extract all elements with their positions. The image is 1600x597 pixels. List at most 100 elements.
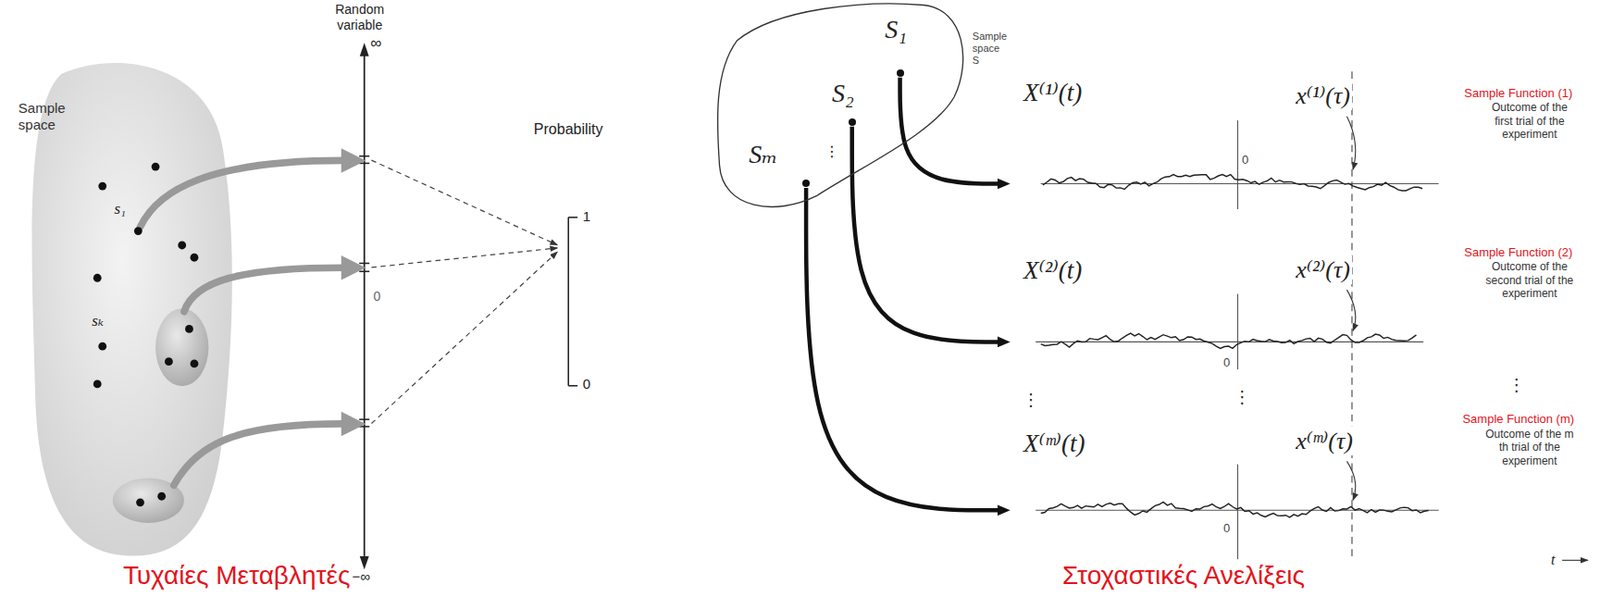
time-instant-line xyxy=(1351,71,1352,559)
axis-tick xyxy=(359,418,370,421)
sample-function-title: Sample Function (2) xyxy=(1440,245,1597,261)
axis-limit: ∞ xyxy=(370,34,382,53)
scale-tick xyxy=(568,216,578,219)
sample-point xyxy=(150,161,160,171)
axis-limit: −∞ xyxy=(351,568,370,585)
sample-function-panel: X⁽²⁾(t) x⁽²⁾(τ) Sample Function (2)Outcome… xyxy=(1010,236,1598,380)
axis-arrowhead xyxy=(359,556,370,570)
ellipsis: ⋮ xyxy=(824,142,840,161)
mapping-arrowhead xyxy=(340,255,365,280)
sample-function-note: Outcome of the first trial of the experi… xyxy=(1483,100,1576,141)
caption: Στοχαστικές Ανελίξεις xyxy=(1030,559,1338,592)
sample-point xyxy=(189,359,199,368)
ellipsis: ⋮ xyxy=(1022,390,1040,411)
sample-function-panel: X⁽¹⁾(t) x⁽¹⁾(τ) Sample Function (1)Outcome… xyxy=(1010,71,1598,220)
sample-function-panel: X⁽ᵐ⁾(t) x⁽ᵐ⁾(τ) Sample Function (m)Outcome… xyxy=(1010,406,1598,558)
sample-function-note: Outcome of the m th trial of the experim… xyxy=(1483,427,1576,468)
sample-point xyxy=(92,273,101,283)
sample-function-note: Outcome of the second trial of the exper… xyxy=(1483,260,1576,300)
mapping-arrow xyxy=(900,77,1002,185)
scale-value: 0 xyxy=(582,375,591,393)
sample-point xyxy=(98,181,107,190)
sample-point: S₂ xyxy=(822,77,864,127)
axis-zero: 0 xyxy=(1241,152,1249,168)
sample-functions xyxy=(1041,174,1429,518)
sample-point xyxy=(98,341,107,350)
sample-space-outline xyxy=(717,3,963,207)
leader-line xyxy=(1346,116,1355,170)
time-axis xyxy=(1035,341,1424,343)
scale-title: Probability xyxy=(517,120,620,138)
sample-point-dot xyxy=(896,69,905,77)
sample-function-trace xyxy=(1041,501,1429,517)
leader-line xyxy=(1346,460,1355,500)
origin-line xyxy=(1237,294,1239,371)
time-arrow xyxy=(1562,559,1588,561)
sample-point: Sₘ xyxy=(738,138,812,188)
outcome-symbol: Sₘ xyxy=(738,138,788,171)
sample-function-title: Sample Function (m) xyxy=(1440,411,1597,427)
sample-value: x⁽¹⁾(τ) xyxy=(1293,81,1352,111)
sample-function-trace xyxy=(1042,174,1423,192)
axis-tick xyxy=(359,155,370,158)
axis-tick xyxy=(359,425,370,428)
scale-value: 1 xyxy=(582,208,591,225)
region-heading: Sample space S xyxy=(972,30,1008,68)
sample-point xyxy=(189,252,199,261)
sample-space-region: Sample spaces₁sₖ xyxy=(15,56,256,562)
sample-point-label: s₁ xyxy=(113,199,126,219)
sample-point-dot xyxy=(848,118,856,126)
ellipsis: ⋮ xyxy=(1233,387,1251,409)
axis-tick xyxy=(359,271,370,273)
probability-mapping xyxy=(371,248,558,268)
sample-point-dot xyxy=(802,179,810,187)
sample-function-title: Sample Function (1) xyxy=(1440,86,1597,101)
scale-tick xyxy=(568,384,578,387)
mapping-arrow xyxy=(852,126,1002,343)
region-shape xyxy=(714,0,1011,220)
axis-title: Random variable xyxy=(321,1,398,34)
axis-zero: 0 xyxy=(1223,355,1230,371)
sample-point xyxy=(92,379,101,388)
sample-value: x⁽ᵐ⁾(τ) xyxy=(1293,426,1355,456)
mapping-arrow xyxy=(173,423,343,485)
mapping-arrow xyxy=(806,187,1002,510)
axis-zero: 0 xyxy=(1223,520,1230,536)
sample-space-blob xyxy=(31,62,232,556)
sample-point xyxy=(185,324,194,334)
process-symbol: X⁽ᵐ⁾(t) xyxy=(1023,428,1086,459)
leader-line xyxy=(1346,289,1355,331)
event-region xyxy=(155,308,209,386)
origin-line xyxy=(1237,464,1239,560)
sample-point xyxy=(136,497,145,507)
region-heading: Sample space xyxy=(18,99,80,134)
ellipsis: ⋮ xyxy=(1508,375,1526,397)
sample-point: S₁ xyxy=(875,13,917,77)
probability-mapping xyxy=(371,251,558,423)
mapping-arrow xyxy=(183,267,343,311)
axis-arrowhead xyxy=(359,42,370,56)
axis-tick xyxy=(359,262,370,265)
process-symbol: X⁽¹⁾(t) xyxy=(1023,77,1082,108)
caption: Τυχαίες Μεταβλητές xyxy=(83,559,390,592)
process-symbol: X⁽²⁾(t) xyxy=(1023,255,1082,286)
sample-function-trace xyxy=(1041,333,1417,348)
outcome-symbol: S₁ xyxy=(875,13,917,46)
mapping-arrow xyxy=(139,160,343,227)
sample-space-region: Sample space S S₁ S₂ Sₘ xyxy=(714,0,1011,220)
mapping-arrowhead xyxy=(340,148,365,173)
axis-tick xyxy=(359,162,370,165)
sample-value: x⁽²⁾(τ) xyxy=(1293,255,1352,285)
axis-zero: 0 xyxy=(373,288,382,305)
mapping-arrowhead xyxy=(340,410,365,435)
sample-point xyxy=(164,357,174,366)
sample-point xyxy=(133,226,142,236)
sample-point xyxy=(177,240,187,249)
probability-scale xyxy=(567,217,570,386)
origin-line xyxy=(1237,120,1239,210)
sample-point xyxy=(157,491,166,500)
axis-name: t xyxy=(1550,550,1555,569)
